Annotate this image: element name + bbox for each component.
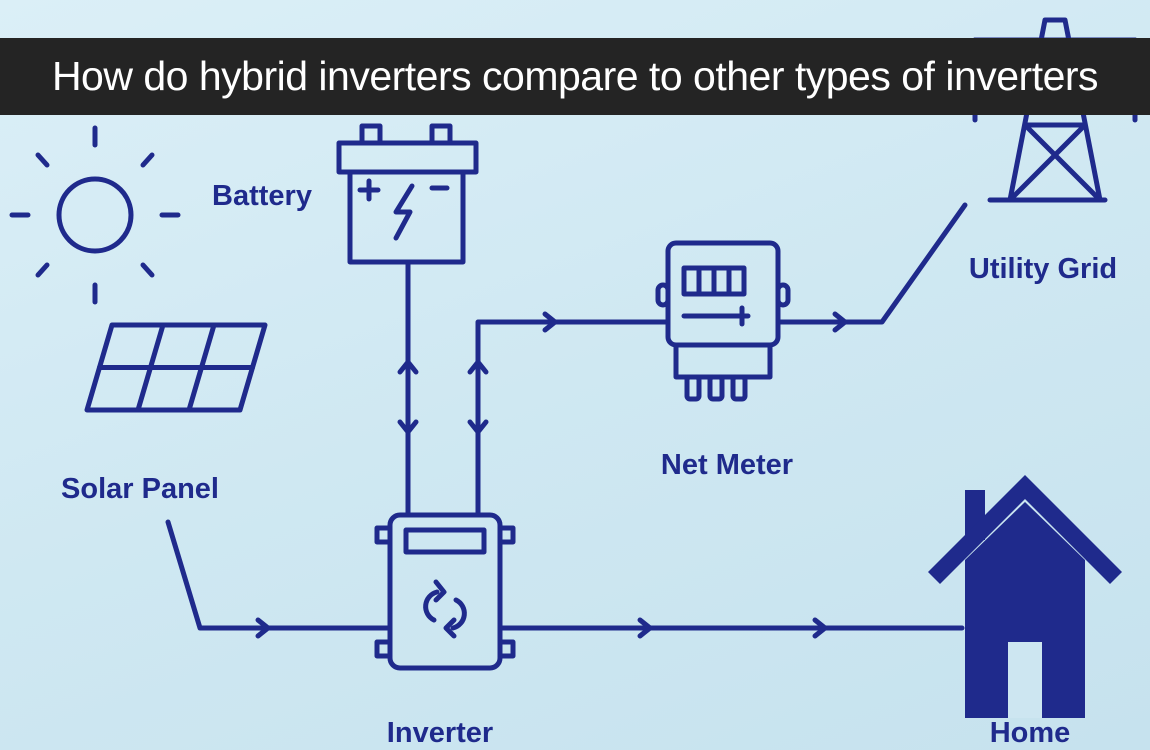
inverter-icon bbox=[374, 512, 516, 671]
flow-arrows bbox=[255, 311, 848, 639]
wiring bbox=[165, 202, 968, 631]
solar-panel-label: Solar Panel bbox=[61, 473, 219, 505]
net-meter-icon bbox=[655, 240, 791, 402]
battery-label: Battery bbox=[212, 180, 312, 212]
page-title: How do hybrid inverters compare to other… bbox=[0, 38, 1150, 115]
home-icon bbox=[928, 475, 1122, 718]
solar-panel-icon bbox=[84, 322, 268, 413]
utility-grid-label: Utility Grid bbox=[969, 253, 1117, 285]
inverter-label: Inverter bbox=[387, 717, 493, 749]
battery-icon bbox=[336, 123, 479, 265]
sun-icon bbox=[9, 125, 181, 305]
net-meter-label: Net Meter bbox=[661, 449, 793, 481]
home-label: Home bbox=[990, 717, 1071, 749]
